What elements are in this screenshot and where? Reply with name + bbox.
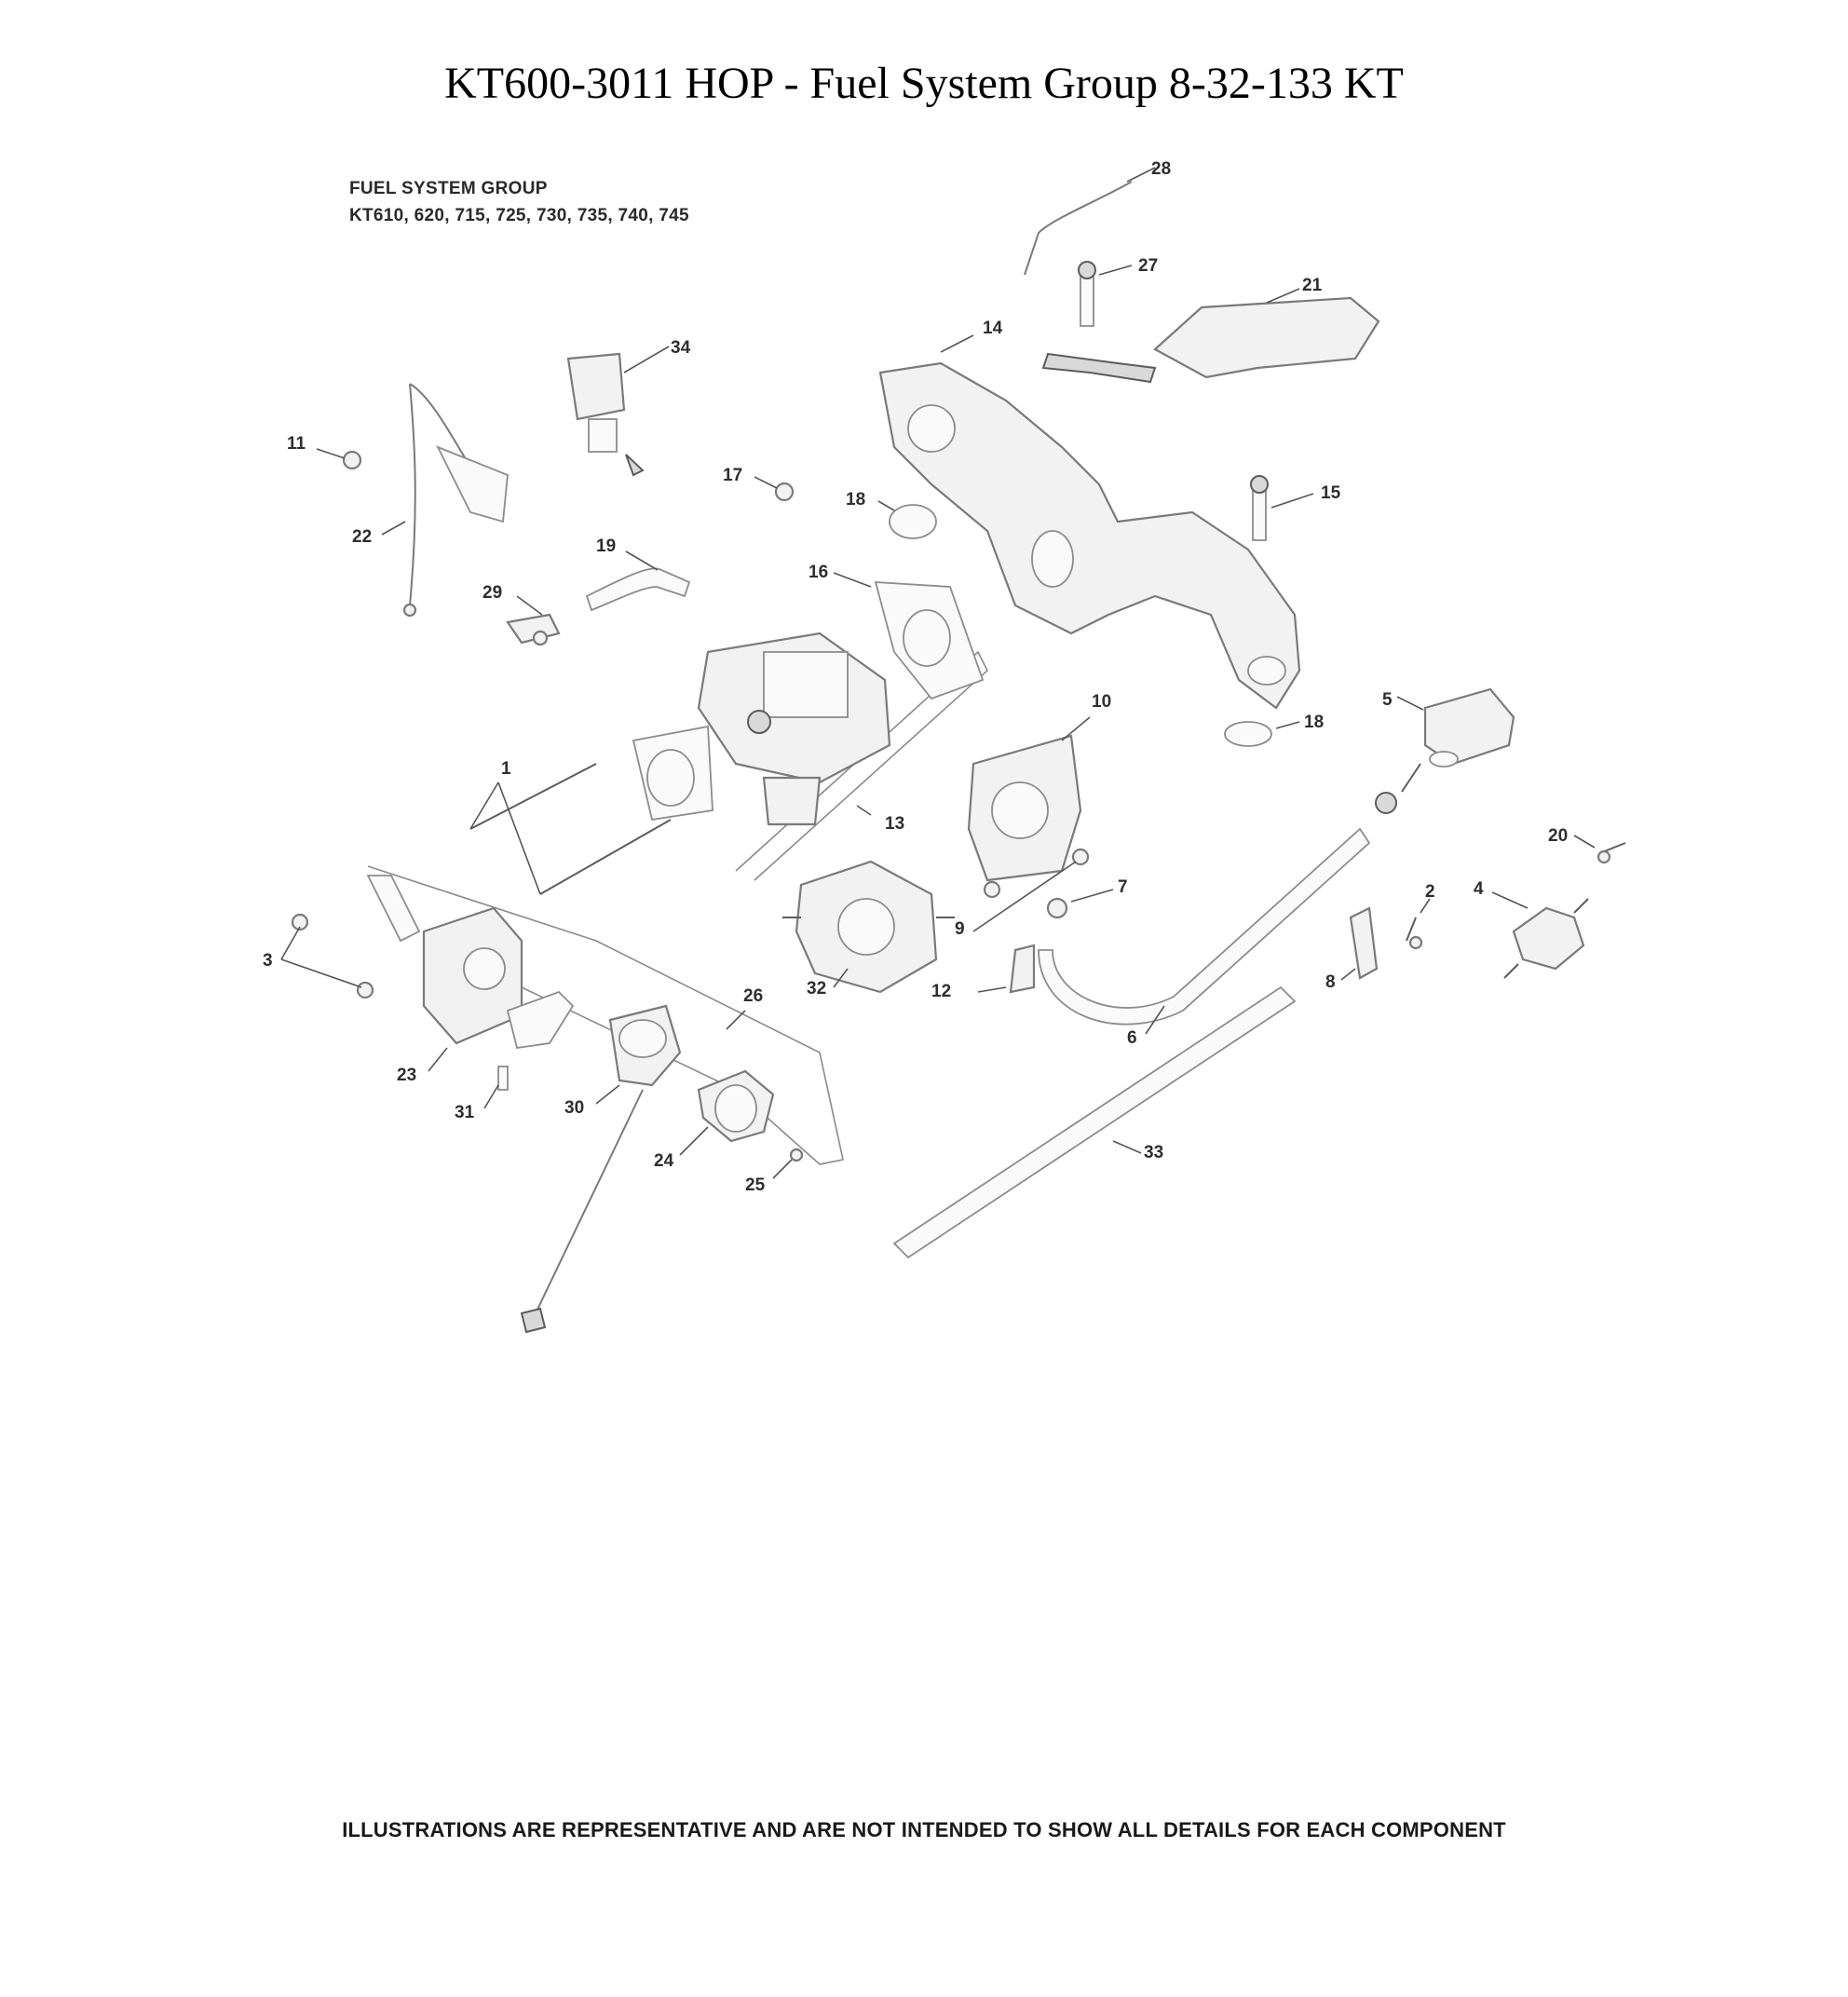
callout-27: 27 xyxy=(1138,256,1158,276)
callout-3: 3 xyxy=(263,951,273,971)
part-19-hose xyxy=(585,550,691,612)
callout-25: 25 xyxy=(745,1175,766,1195)
callout-20: 20 xyxy=(1548,826,1568,846)
callout-16: 16 xyxy=(808,563,828,582)
part-34-solenoid xyxy=(566,346,670,477)
callout-1: 1 xyxy=(501,759,511,779)
callout-14: 14 xyxy=(983,319,1003,338)
group-heading: FUEL SYSTEM GROUP KT610, 620, 715, 725, … xyxy=(349,175,689,229)
part-8-clip xyxy=(1340,906,1379,981)
intake-flange xyxy=(632,725,713,822)
part-16-gasket xyxy=(833,572,985,700)
callout-9: 9 xyxy=(955,919,965,939)
part-18-oring-lower xyxy=(1224,721,1300,747)
part-25-screw xyxy=(772,1148,804,1179)
part-2-screw xyxy=(1406,898,1431,950)
part-28-breather-tube xyxy=(1024,167,1156,276)
group-heading-line-2: KT610, 620, 715, 725, 730, 735, 740, 745 xyxy=(349,206,689,225)
part-30-air-cleaner-base xyxy=(520,1004,682,1334)
part-5-fuel-filter xyxy=(1375,687,1515,814)
part-29-fitting xyxy=(506,595,561,646)
callout-11: 11 xyxy=(287,434,306,454)
callout-24: 24 xyxy=(654,1151,674,1171)
part-24-housing-ring xyxy=(679,1069,775,1156)
callout-31: 31 xyxy=(455,1103,475,1122)
callout-6: 6 xyxy=(1127,1028,1137,1048)
part-9-gaskets xyxy=(972,848,1090,932)
callout-13: 13 xyxy=(885,814,904,834)
part-26-leader xyxy=(726,1010,746,1030)
part-1-studs xyxy=(469,763,672,895)
callout-15: 15 xyxy=(1321,483,1341,503)
part-20-screw xyxy=(1573,835,1626,864)
callout-22: 22 xyxy=(352,527,372,547)
callout-28: 28 xyxy=(1151,159,1171,179)
part-17-screw xyxy=(754,476,795,502)
callout-19: 19 xyxy=(596,537,616,556)
part-22-bracket xyxy=(381,383,509,618)
callout-12: 12 xyxy=(931,982,951,1001)
callout-23: 23 xyxy=(397,1066,416,1085)
callout-32: 32 xyxy=(807,979,826,998)
part-15-bolt xyxy=(1250,475,1314,541)
part-32-fuel-pump xyxy=(782,860,955,994)
part-14-intake-manifold xyxy=(878,334,1301,710)
part-23-adapter xyxy=(366,875,523,1072)
footer-disclaimer: ILLUSTRATIONS ARE REPRESENTATIVE AND ARE… xyxy=(342,1818,1506,1841)
part-31-screw xyxy=(483,1066,509,1109)
callout-18-lower: 18 xyxy=(1304,713,1324,732)
callout-26: 26 xyxy=(743,986,763,1006)
callout-34: 34 xyxy=(671,338,691,358)
part-27-bolt xyxy=(1078,261,1133,327)
part-6-fuel-hose xyxy=(1038,827,1371,1035)
part-12-elbow xyxy=(977,944,1036,994)
callout-4: 4 xyxy=(1474,879,1484,899)
callout-17: 17 xyxy=(723,466,742,485)
callout-30: 30 xyxy=(564,1098,584,1118)
part-13-carburetor xyxy=(697,632,891,826)
callout-2: 2 xyxy=(1425,882,1435,902)
callout-18-upper: 18 xyxy=(846,490,865,509)
part-4-inline-filter xyxy=(1491,891,1589,979)
part-10-fuel-pump-body xyxy=(967,716,1091,882)
group-heading-line-1: FUEL SYSTEM GROUP xyxy=(349,179,548,198)
part-7-clamp xyxy=(1046,889,1114,919)
part-21-cover xyxy=(1041,288,1380,384)
elbow-fitting xyxy=(506,990,575,1050)
callout-7: 7 xyxy=(1118,877,1128,897)
callout-29: 29 xyxy=(482,583,502,603)
callout-33: 33 xyxy=(1144,1143,1163,1162)
callout-21: 21 xyxy=(1302,276,1323,295)
part-11-screw xyxy=(316,448,362,470)
page-title: KT600-3011 HOP - Fuel System Group 8-32-… xyxy=(444,59,1404,108)
part-18-gasket-upper xyxy=(877,500,937,539)
part-33-hose xyxy=(892,985,1297,1259)
part-3-nuts xyxy=(280,913,374,999)
callout-8: 8 xyxy=(1325,972,1336,992)
callout-10: 10 xyxy=(1092,692,1111,712)
callout-5: 5 xyxy=(1382,690,1393,710)
